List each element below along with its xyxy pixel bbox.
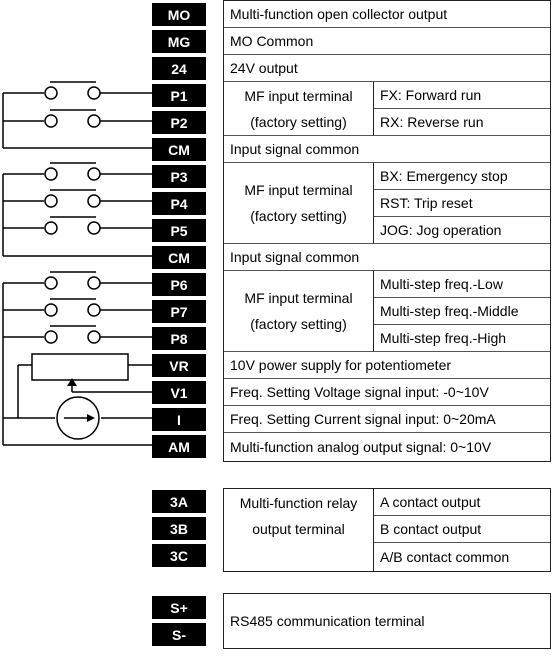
relay-group-note: output terminal xyxy=(252,521,345,537)
switch-p6 xyxy=(3,271,152,290)
terminal-cm-1: CM xyxy=(152,138,206,161)
switch-p5 xyxy=(3,216,152,235)
switch-p1 xyxy=(3,81,152,100)
terminal-description-table: Multi-function open collector output MO … xyxy=(223,0,551,462)
mf-input-group-1-title: MF input terminal xyxy=(244,87,353,104)
desc-p5: JOG: Jog operation xyxy=(380,222,502,238)
terminal-p2: P2 xyxy=(152,111,206,134)
switch-p7 xyxy=(3,298,152,317)
desc-p2: RX: Reverse run xyxy=(380,114,484,130)
terminal-p4: P4 xyxy=(152,192,206,215)
relay-group-title: Multi-function relay xyxy=(239,495,358,511)
terminal-vr: VR xyxy=(152,354,206,377)
desc-24: 24V output xyxy=(230,60,298,76)
potentiometer xyxy=(17,353,152,418)
current-arrow xyxy=(87,414,95,422)
switch-p2 xyxy=(3,109,152,128)
desc-p3: BX: Emergency stop xyxy=(380,168,508,184)
switch-p8 xyxy=(3,325,152,344)
mf-input-group-1-note: (factory setting) xyxy=(250,113,347,130)
terminal-p3: P3 xyxy=(152,165,206,188)
desc-vr: 10V power supply for potentiometer xyxy=(230,357,452,373)
desc-am: Multi-function analog output signal: 0~1… xyxy=(230,439,492,455)
desc-p8: Multi-step freq.-High xyxy=(380,330,507,346)
mf-input-group-3-note: (factory setting) xyxy=(250,316,347,332)
terminal-mg: MG xyxy=(152,30,206,53)
terminal-3a: 3A xyxy=(152,490,206,513)
current-source xyxy=(3,396,152,440)
terminal-i: I xyxy=(152,408,206,431)
terminal-am: AM xyxy=(152,435,206,458)
terminal-p8: P8 xyxy=(152,327,206,350)
desc-i: Freq. Setting Current signal input: 0~20… xyxy=(230,411,496,427)
terminal-s-minus: S- xyxy=(152,623,206,646)
mf-input-group-3: MF input terminal (factory setting) xyxy=(224,271,373,351)
terminal-p7: P7 xyxy=(152,300,206,323)
mf-input-group-2-title: MF input terminal xyxy=(244,182,353,198)
desc-3c: A/B contact common xyxy=(380,549,510,565)
mf-input-group-3-title: MF input terminal xyxy=(244,290,353,306)
desc-mg: MO Common xyxy=(230,33,314,49)
desc-v1: Freq. Setting Voltage signal input: -0~1… xyxy=(230,384,489,400)
terminal-3b: 3B xyxy=(152,517,206,540)
desc-rs485: RS485 communication terminal xyxy=(230,613,425,629)
desc-p4: RST: Trip reset xyxy=(380,195,473,211)
desc-p6: Multi-step freq.-Low xyxy=(380,276,503,292)
desc-mo: Multi-function open collector output xyxy=(230,6,448,22)
terminal-p6: P6 xyxy=(152,273,206,296)
terminal-p5: P5 xyxy=(152,219,206,242)
terminal-cm-2: CM xyxy=(152,246,206,269)
mf-input-group-2-note: (factory setting) xyxy=(250,208,347,224)
switch-p3 xyxy=(3,162,152,181)
mf-input-group-2: MF input terminal (factory setting) xyxy=(224,163,373,243)
desc-3b: B contact output xyxy=(380,521,482,537)
desc-cm-2: Input signal common xyxy=(230,249,360,265)
relay-group: Multi-function relay output terminal xyxy=(224,489,373,543)
relay-description-table: Multi-function relay output terminal A c… xyxy=(223,488,551,572)
terminal-s-plus: S+ xyxy=(152,596,206,619)
desc-cm-1: Input signal common xyxy=(230,141,360,157)
switch-p4 xyxy=(3,189,152,208)
terminal-3c: 3C xyxy=(152,544,206,567)
desc-p1: FX: Forward run xyxy=(380,87,482,103)
wiper-arrow xyxy=(67,378,77,386)
terminal-24: 24 xyxy=(152,57,206,80)
rs485-description-table: RS485 communication terminal xyxy=(223,593,551,649)
desc-p7: Multi-step freq.-Middle xyxy=(380,303,519,319)
mf-input-group-1: MF input terminal (factory setting) xyxy=(224,82,373,135)
terminal-p1: P1 xyxy=(152,84,206,107)
desc-3a: A contact output xyxy=(380,494,481,510)
terminal-v1: V1 xyxy=(152,381,206,404)
wiring-diagram xyxy=(2,81,152,446)
terminal-mo: MO xyxy=(152,3,206,26)
